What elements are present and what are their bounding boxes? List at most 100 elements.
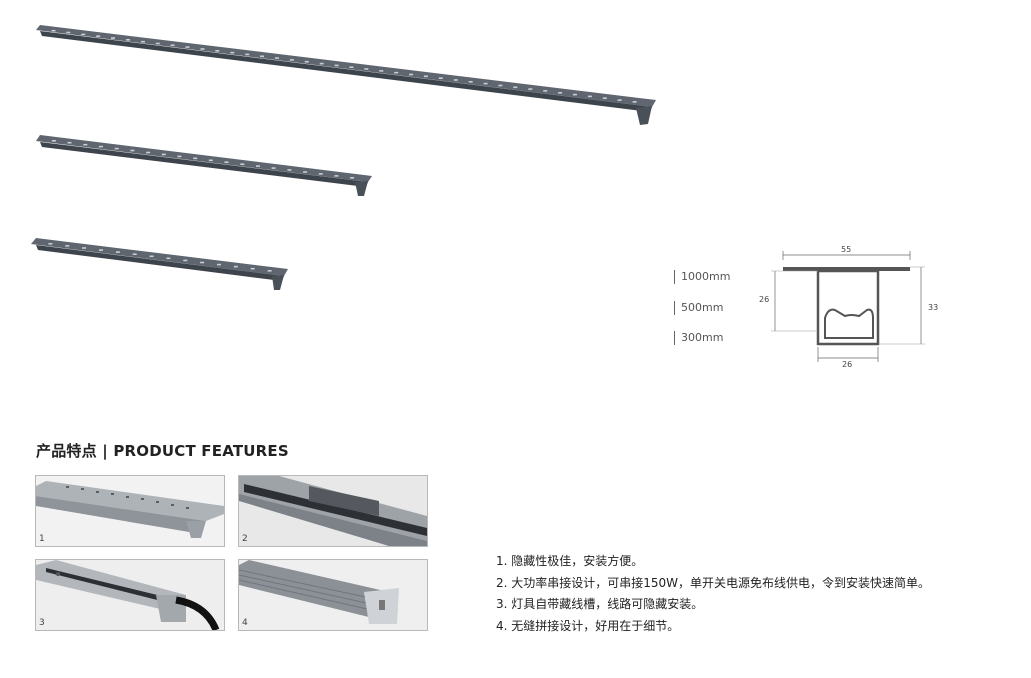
bar-500mm (36, 135, 372, 196)
led-hole (82, 247, 87, 249)
led-hole (319, 62, 324, 65)
led-hole (587, 95, 592, 98)
led-hole (83, 143, 88, 146)
section-title: 产品特点 | PRODUCT FEATURES (36, 442, 289, 460)
led-hole (115, 251, 120, 253)
led-hole (256, 165, 260, 167)
feature-item-4: 4. 无缝拼接设计，好用在于细节。 (496, 618, 680, 633)
led-hole (468, 81, 473, 83)
led-hole (140, 40, 145, 43)
led-hole (271, 167, 276, 169)
led-hole (260, 55, 264, 58)
led-hole (543, 90, 548, 92)
led-hole (287, 169, 292, 171)
features-list: 1. 隐藏性极佳，安装方便。 2. 大功率串接设计，可串接150W，单开关电源免… (496, 551, 930, 637)
led-hole (146, 151, 151, 154)
led-hole (98, 145, 103, 148)
led-hole (438, 77, 443, 79)
led-hole (379, 70, 384, 72)
led-hole (230, 51, 235, 54)
led-hole (483, 82, 488, 85)
led-hole (96, 35, 101, 37)
led-hole (170, 44, 175, 47)
led-hole (185, 46, 190, 48)
led-hole (233, 265, 238, 268)
led-hole (394, 71, 399, 74)
dim-height-right: 33 (928, 303, 938, 312)
length-label-300: 300mm (674, 331, 723, 345)
led-hole (409, 73, 414, 76)
led-hole (245, 53, 250, 56)
feature-thumbnail-2: 2 (238, 475, 428, 547)
led-hole (66, 31, 71, 34)
led-hole (350, 177, 355, 179)
led-hole (132, 253, 137, 255)
led-hole (250, 267, 255, 270)
led-hole (177, 155, 182, 158)
led-hole (267, 270, 272, 272)
led-hole (149, 255, 154, 258)
led-hole (558, 92, 563, 94)
led-hole (114, 147, 119, 150)
led-hole (161, 153, 166, 156)
led-hole (126, 39, 130, 41)
led-hole (155, 42, 160, 45)
bar-1000mm (36, 25, 656, 125)
led-hole (572, 93, 577, 96)
led-hole (65, 245, 70, 247)
led-hole (193, 157, 198, 160)
led-hole (334, 175, 339, 177)
led-hole (166, 257, 171, 260)
led-hole (200, 261, 205, 264)
bar-300mm (31, 238, 288, 290)
led-hole (423, 75, 428, 78)
led-hole (513, 86, 518, 89)
dim-top-width: 55 (841, 245, 851, 254)
led-hole (304, 60, 309, 63)
led-hole (349, 66, 354, 68)
led-hole (200, 48, 205, 50)
thumbnail-number-2: 2 (242, 534, 248, 544)
led-hole (364, 68, 369, 70)
thumbnail-number-4: 4 (242, 618, 248, 628)
led-hole (81, 33, 86, 36)
thumbnail-number-3: 3 (39, 618, 45, 628)
length-label-500: 500mm (674, 301, 723, 315)
led-hole (453, 79, 458, 81)
led-hole (51, 29, 56, 32)
feature-item-3: 3. 灯具自带藏线槽，线路可隐藏安装。 (496, 597, 704, 611)
led-hole (632, 101, 637, 103)
led-hole (67, 141, 72, 144)
feature-item-1: 1. 隐藏性极佳，安装方便。 (496, 554, 644, 568)
led-hole (215, 50, 220, 52)
led-hole (51, 140, 56, 142)
led-hole (498, 84, 503, 87)
length-label-1000: 1000mm (674, 270, 730, 284)
led-hole (334, 64, 339, 67)
thumbnail-number-1: 1 (39, 534, 45, 544)
led-hole (111, 37, 115, 39)
dim-bottom-width: 26 (842, 360, 852, 369)
led-hole (183, 259, 188, 262)
led-hole (289, 59, 294, 61)
led-hole (318, 173, 323, 175)
led-hole (130, 149, 135, 152)
led-hole (224, 161, 229, 163)
led-hole (99, 249, 103, 251)
led-hole (275, 57, 279, 59)
led-hole (217, 263, 221, 266)
led-hole (48, 243, 53, 245)
dim-height-left: 26 (759, 295, 769, 304)
led-hole (240, 163, 245, 165)
feature-thumbnail-3: 3 (35, 559, 225, 631)
feature-thumbnail-4: 4 (238, 559, 428, 631)
led-hole (528, 88, 533, 90)
feature-thumbnail-1: 1 (35, 475, 225, 547)
feature-item-2: 2. 大功率串接设计，可串接150W，单开关电源免布线供电，令到安装快速简单。 (496, 575, 931, 590)
led-hole (602, 97, 607, 99)
led-hole (303, 171, 308, 173)
led-hole (208, 159, 213, 162)
cross-section-drawing: 55 26 33 26 (759, 245, 938, 369)
led-hole (617, 99, 622, 101)
product-bars-illustration (31, 25, 656, 290)
